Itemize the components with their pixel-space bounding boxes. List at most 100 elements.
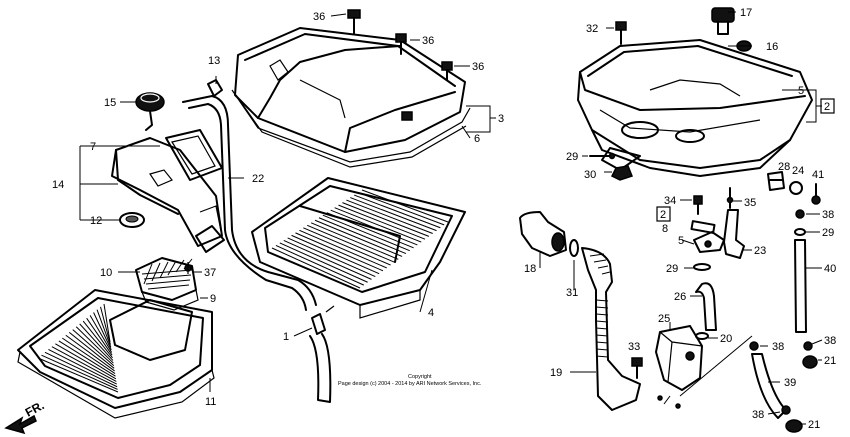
callout-20: 20 (720, 333, 732, 345)
bolt-32[interactable] (615, 21, 627, 45)
filter-pleat-line (287, 237, 376, 277)
filter-pleat-line (342, 202, 430, 237)
air-filter-element[interactable] (251, 177, 466, 319)
air-cleaner-cover[interactable] (234, 27, 466, 153)
filter-pleat-line (307, 224, 395, 263)
clip-29-c[interactable] (794, 228, 806, 236)
part-33[interactable] (631, 357, 643, 379)
case-pleat-line (65, 334, 115, 372)
case-pleat-line (62, 337, 116, 374)
drain-plug-1[interactable] (309, 305, 335, 403)
plate-grid-line (145, 279, 191, 285)
callout-29: 29 (666, 263, 678, 275)
washer-24[interactable] (789, 181, 803, 195)
grommet-12[interactable] (119, 212, 145, 228)
cover-seal[interactable] (231, 89, 471, 168)
leader-lines (79, 11, 823, 425)
callout-25: 25 (658, 313, 670, 325)
filter-pleat-line (314, 219, 403, 257)
valve-15[interactable] (135, 92, 165, 131)
clip-29-b[interactable] (693, 263, 711, 271)
fitting-28[interactable] (767, 171, 785, 191)
breather-tube-22[interactable] (182, 95, 317, 311)
clamp-31[interactable] (569, 239, 579, 257)
hose-rib-line (595, 341, 609, 344)
clip-38-d[interactable] (781, 405, 791, 415)
callout-labels: 36 36 36 3 6 4 13 15 7 14 12 22 10 37 9 … (52, 7, 836, 431)
callout-14: 14 (52, 179, 64, 191)
callout-32: 32 (586, 23, 598, 35)
callout-29: 29 (822, 227, 834, 239)
filter-pleat-line (303, 227, 391, 266)
pump-bracket-5[interactable] (693, 231, 725, 253)
bolt-41[interactable] (811, 183, 821, 205)
nut-30[interactable] (610, 165, 633, 181)
hose-23[interactable] (723, 209, 745, 259)
plate-grid-line (143, 274, 192, 280)
filter-pleat-line (361, 189, 449, 223)
callout-10: 10 (100, 267, 112, 279)
tube-40[interactable] (794, 239, 807, 333)
filter-pleat-line (346, 199, 433, 234)
clamp-13[interactable] (207, 79, 223, 97)
callout-17: 17 (740, 7, 752, 19)
filter-pleat-line (318, 217, 407, 255)
hose-26[interactable] (695, 282, 717, 331)
clip-38-c[interactable] (749, 341, 759, 351)
cap-21-a[interactable] (802, 355, 818, 369)
bolt-36-b[interactable] (395, 33, 407, 55)
case-pleat-line (103, 303, 111, 343)
screw-29-a[interactable] (589, 152, 616, 160)
filter-pleat-line (271, 247, 361, 289)
bolt-36-c[interactable] (441, 61, 453, 81)
tube-39[interactable] (751, 353, 787, 419)
callout-40: 40 (824, 263, 836, 275)
hose-ribs (589, 253, 611, 358)
reservoir-25[interactable] (655, 325, 703, 391)
plate-grid-line (141, 269, 193, 275)
case-pleat-line (37, 357, 119, 393)
callout-30: 30 (584, 169, 596, 181)
callout-38: 38 (824, 335, 836, 347)
callout-35: 35 (744, 197, 756, 209)
callout-36: 36 (472, 61, 484, 73)
intake-duct[interactable] (111, 137, 225, 253)
part-34[interactable] (693, 195, 703, 215)
plate-grid-line (167, 260, 177, 276)
case-pleat-line (100, 306, 111, 345)
callout-34: 34 (664, 195, 676, 207)
callout-36: 36 (422, 35, 434, 47)
case-pleat-line (58, 340, 116, 377)
case-pleat-line (89, 315, 113, 353)
part-35[interactable] (726, 187, 734, 209)
callout-21: 21 (824, 355, 836, 367)
clip-38-b[interactable] (803, 341, 813, 351)
callout-5: 5 (798, 85, 804, 97)
callout-31: 31 (566, 287, 578, 299)
small-clip (675, 403, 681, 409)
case-pleat-line (82, 320, 113, 359)
callout-36: 36 (313, 11, 325, 23)
lower-air-cleaner-case[interactable] (17, 289, 215, 419)
cap-21-b[interactable] (785, 419, 803, 433)
hose-rib-line (595, 320, 609, 323)
hose-rib-line (595, 355, 609, 358)
callout-33: 33 (628, 341, 640, 353)
callout-39: 39 (784, 377, 796, 389)
callout-23: 23 (754, 245, 766, 257)
housing-5[interactable] (577, 39, 813, 177)
clip-38-a[interactable] (795, 209, 805, 219)
case-pleat-line (44, 351, 118, 388)
gasket-8[interactable] (690, 220, 716, 234)
callout-16: 16 (766, 41, 778, 53)
screw-37[interactable] (184, 262, 192, 274)
filter-pleat-line (357, 192, 445, 226)
callout-2: 2 (660, 209, 666, 221)
intake-boot-18[interactable] (519, 211, 567, 257)
callout-13: 13 (208, 55, 220, 67)
elbow-hose-19[interactable] (581, 247, 641, 411)
duct-gasket-7[interactable] (165, 129, 223, 181)
callout-28: 28 (778, 161, 790, 173)
bolt-36-a[interactable] (347, 9, 361, 35)
intake-plate[interactable] (135, 257, 199, 311)
